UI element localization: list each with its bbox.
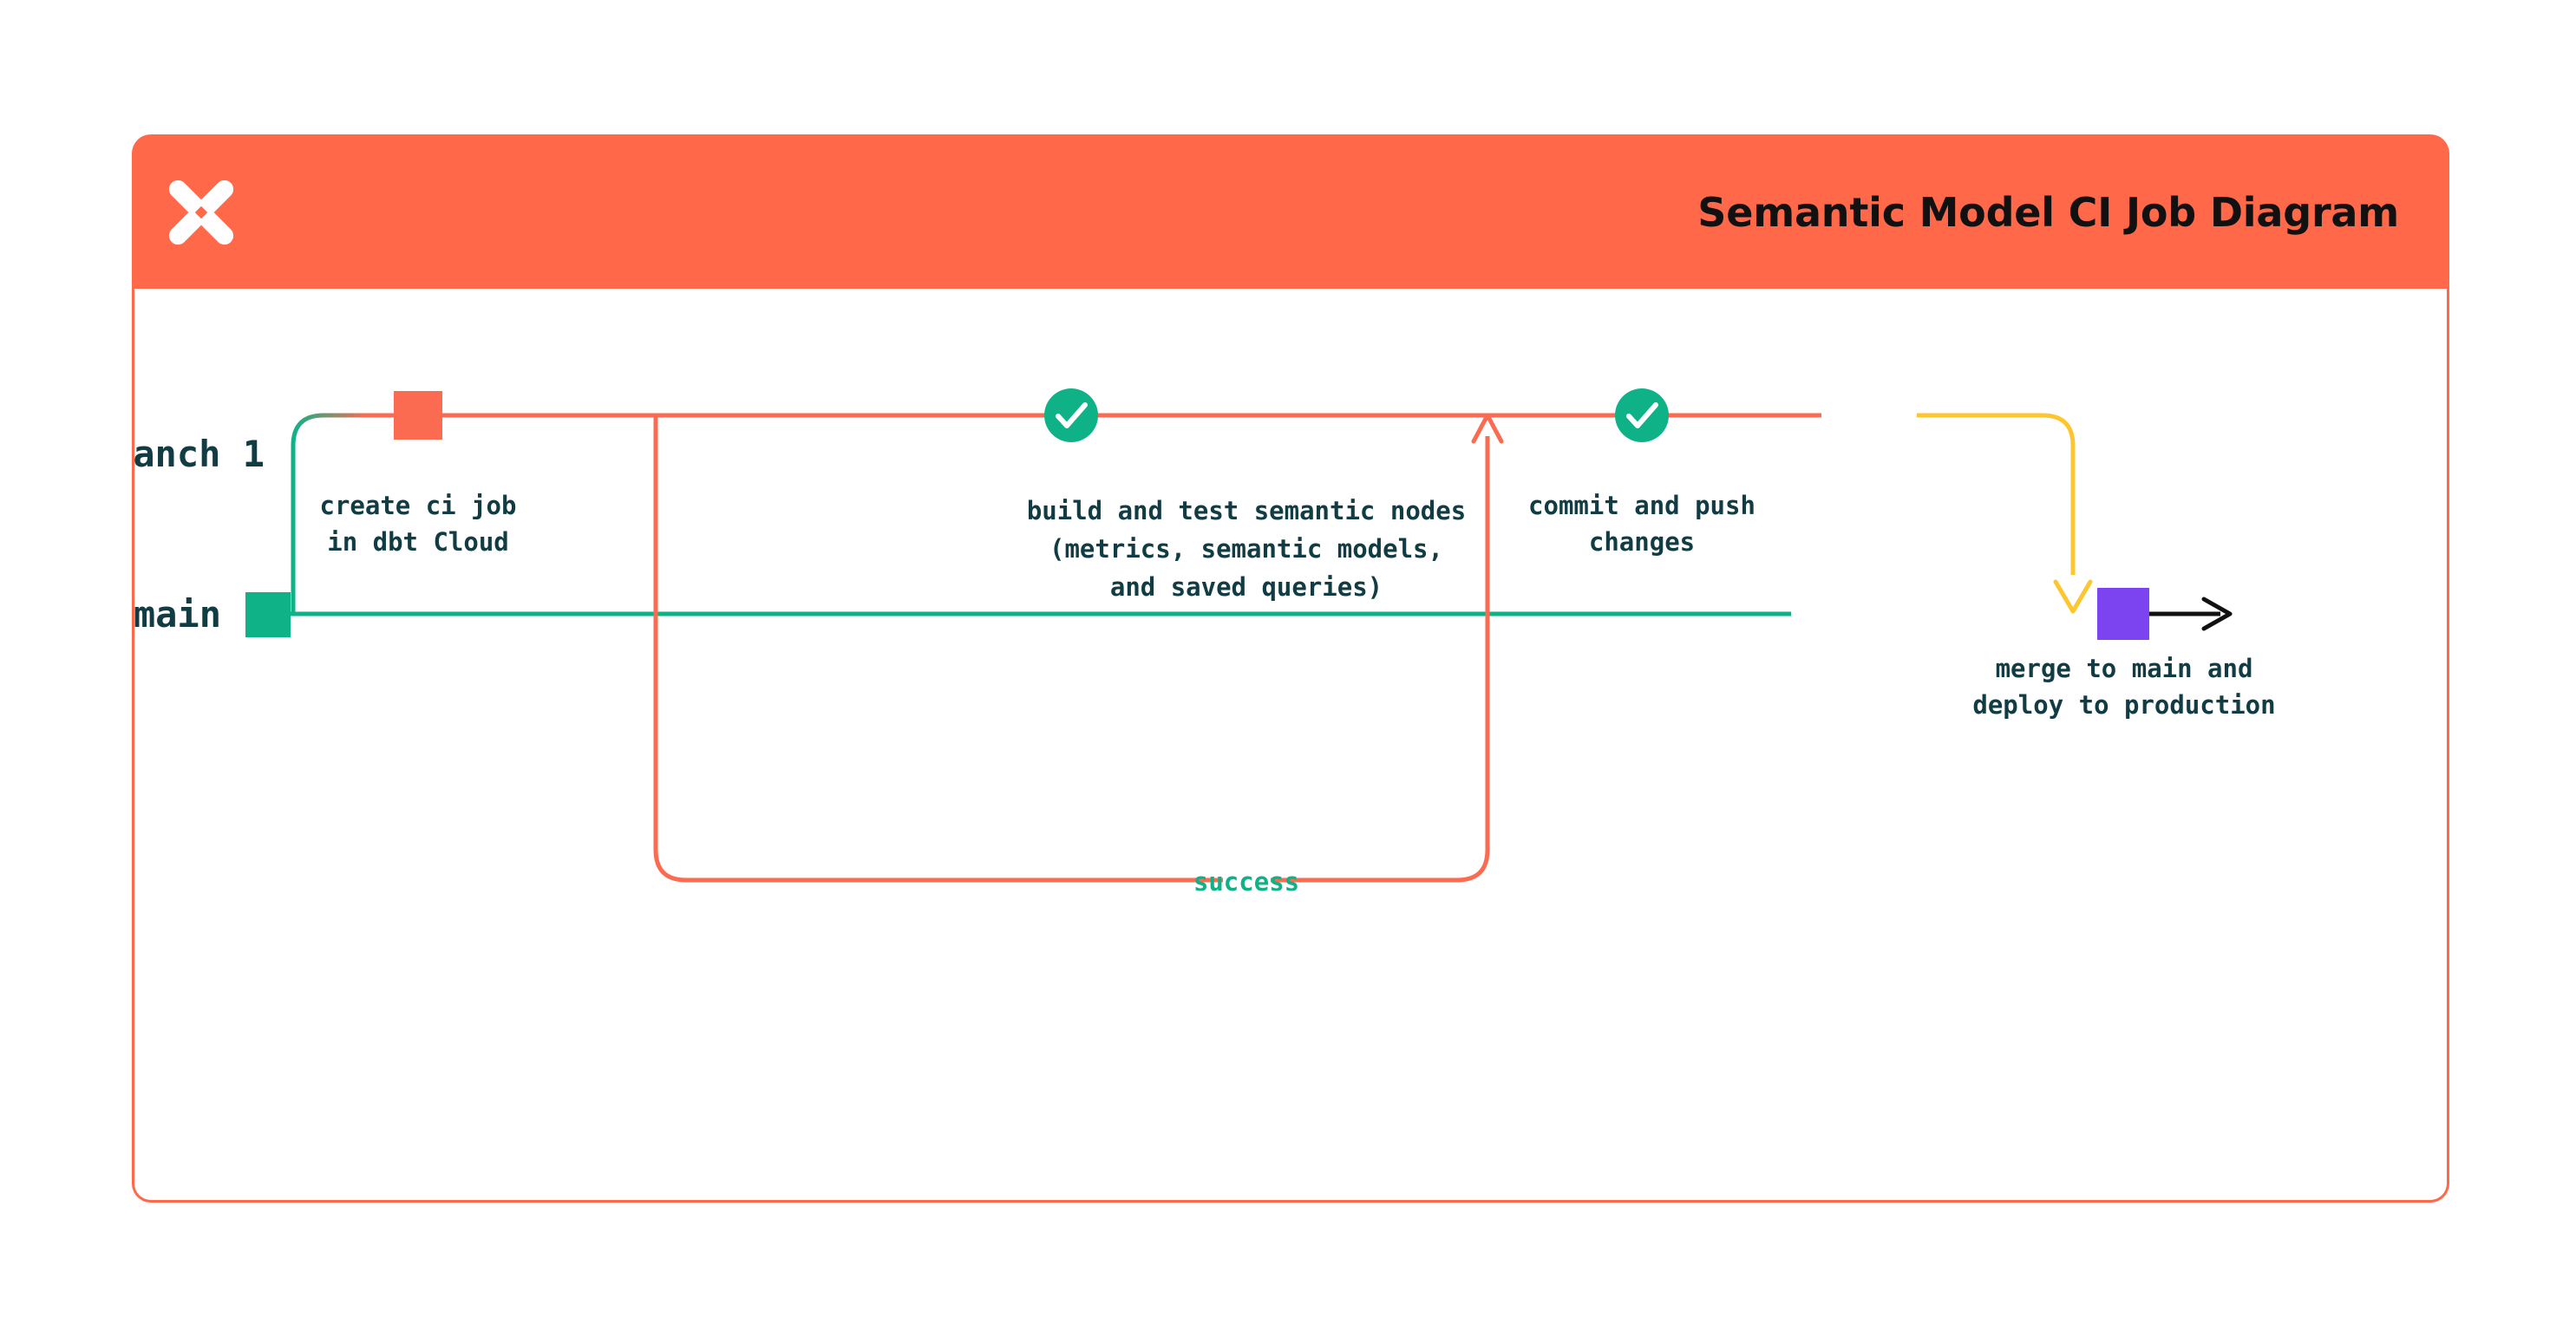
merge-to-main-label-line-2: deploy to production bbox=[1972, 690, 2275, 720]
success-loop-right-path bbox=[1271, 436, 1490, 883]
dbt-logo-icon bbox=[168, 179, 234, 245]
diagram-card: Semantic Model CI Job Diagram bbox=[132, 134, 2449, 1203]
commit-and-push-label-line-2: changes bbox=[1589, 527, 1695, 557]
build-and-test-marker[interactable] bbox=[1044, 388, 1098, 442]
branch-1-lane-label: branch 1 bbox=[134, 433, 265, 475]
branch-to-merge-path bbox=[1748, 413, 2093, 614]
create-ci-job-marker[interactable] bbox=[394, 391, 442, 440]
main-lane: main bbox=[134, 592, 1960, 637]
success-loop-arrowhead-icon bbox=[1471, 413, 1504, 444]
build-and-test-label-line-1: build and test semantic nodes bbox=[1027, 496, 1466, 525]
main-commit-marker bbox=[245, 592, 291, 637]
ci-job-diagram: main branch 1 create ci job in dbt Cloud bbox=[134, 388, 2276, 897]
page-title: Semantic Model CI Job Diagram bbox=[1697, 189, 2399, 236]
create-ci-job-label-line-2: in dbt Cloud bbox=[327, 527, 509, 557]
main-arrowhead-icon bbox=[2201, 597, 2233, 631]
merge-to-main-marker[interactable] bbox=[2097, 588, 2149, 640]
success-label: success bbox=[1193, 867, 1299, 897]
merge-to-main-label-line-1: merge to main and bbox=[1996, 654, 2253, 683]
card-header: Semantic Model CI Job Diagram bbox=[132, 134, 2449, 290]
card-body: main branch 1 create ci job in dbt Cloud bbox=[132, 289, 2449, 1203]
success-loop-left-path bbox=[653, 415, 1223, 883]
merge-down-path bbox=[1917, 413, 2076, 575]
create-ci-job-label-line-1: create ci job bbox=[320, 491, 517, 520]
merge-arrowhead-icon bbox=[2053, 579, 2093, 614]
branch-off-curve bbox=[291, 413, 369, 614]
commit-build-and-test[interactable]: build and test semantic nodes (metrics, … bbox=[1027, 388, 1466, 602]
commit-and-push-marker[interactable] bbox=[1615, 388, 1669, 442]
main-lane-label: main bbox=[134, 593, 221, 636]
build-and-test-label-line-2: (metrics, semantic models, bbox=[1049, 534, 1443, 564]
commit-merge-to-main[interactable]: merge to main and deploy to production bbox=[1972, 588, 2276, 720]
commit-create-ci-job[interactable]: create ci job in dbt Cloud bbox=[320, 391, 517, 557]
commit-commit-and-push[interactable]: commit and push changes bbox=[1528, 388, 1755, 557]
check-icon bbox=[1626, 402, 1658, 428]
commit-and-push-label-line-1: commit and push bbox=[1528, 491, 1755, 520]
success-loop: success bbox=[653, 413, 1504, 897]
build-and-test-label-line-3: and saved queries) bbox=[1110, 572, 1383, 602]
check-icon bbox=[1056, 402, 1088, 428]
